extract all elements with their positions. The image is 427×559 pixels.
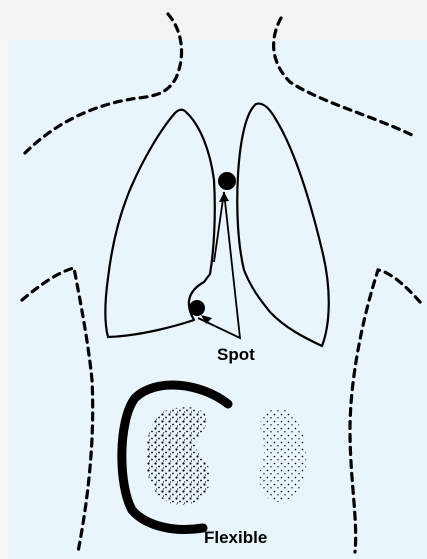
top-band: [0, 0, 427, 40]
spot-marker-lower: [189, 300, 205, 316]
left-kidney: [146, 407, 210, 505]
flexible-label: Flexible: [204, 529, 267, 546]
spot-label: Spot: [217, 346, 255, 363]
spot-marker-upper: [218, 172, 236, 190]
left-edge-band: [0, 40, 8, 559]
